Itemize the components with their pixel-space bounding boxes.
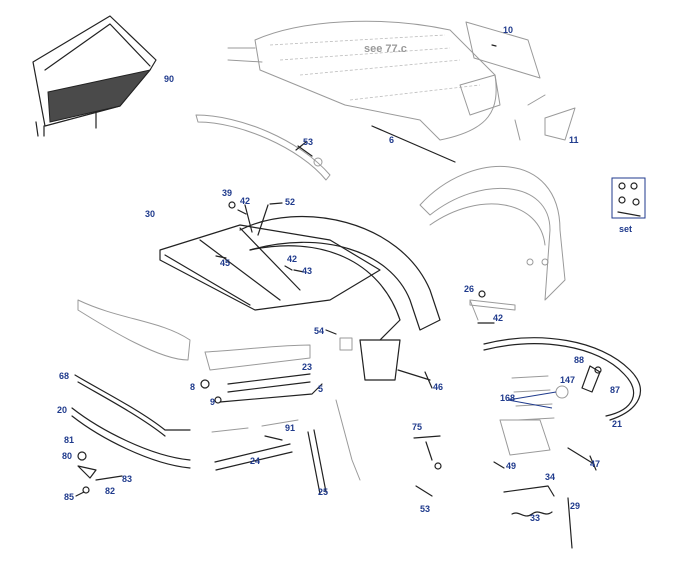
part-label[interactable]: 30	[145, 209, 156, 219]
part-label[interactable]: 42	[287, 254, 298, 264]
part-label[interactable]: 49	[506, 461, 517, 471]
rod-part[interactable]	[371, 125, 456, 163]
part-label[interactable]: 34	[545, 472, 556, 482]
top-frame-mechanism-part[interactable]	[159, 204, 441, 381]
part-label[interactable]: 81	[64, 435, 75, 445]
part-label[interactable]: 11	[569, 135, 579, 145]
part-label[interactable]: 53	[420, 504, 431, 514]
front-rail-part[interactable]	[71, 407, 191, 461]
part-label[interactable]: 8	[190, 382, 196, 392]
rear-window-part[interactable]	[465, 21, 541, 79]
part-label[interactable]: 52	[285, 197, 296, 207]
lower-rod-part[interactable]	[227, 373, 311, 393]
part-label[interactable]: 33	[530, 513, 541, 523]
seal-strip-part[interactable]	[214, 443, 293, 471]
part-label[interactable]: 42	[240, 196, 251, 206]
part-label[interactable]: 54	[314, 326, 325, 336]
quarter-window-part[interactable]	[544, 107, 576, 141]
part-label[interactable]: 6	[389, 135, 395, 145]
part-label[interactable]: 21	[612, 419, 623, 429]
part-label[interactable]: 87	[610, 385, 621, 395]
wind-deflector-part[interactable]	[32, 15, 157, 137]
part-label[interactable]: 43	[302, 266, 313, 276]
set-bracket	[611, 177, 646, 219]
vertical-rail-part[interactable]	[307, 429, 327, 495]
part-label[interactable]: 10	[503, 25, 514, 35]
part-label[interactable]: 46	[433, 382, 444, 392]
rear-weatherstrip-part[interactable]	[483, 337, 641, 421]
part-label[interactable]: 20	[57, 405, 68, 415]
part-label[interactable]: 88	[574, 355, 585, 365]
part-label[interactable]: 9	[210, 397, 216, 407]
part-label[interactable]: 47	[590, 459, 601, 469]
soft-top-part	[227, 20, 501, 141]
spring-part[interactable]	[511, 511, 553, 517]
part-label[interactable]: 83	[122, 474, 133, 484]
part-label[interactable]: 25	[318, 487, 329, 497]
part-label[interactable]: 45	[220, 258, 231, 268]
part-label[interactable]: 90	[164, 74, 175, 84]
see-reference-note: see 77.c	[364, 43, 407, 55]
part-label[interactable]: 80	[62, 451, 73, 461]
part-label[interactable]: 5	[318, 384, 324, 394]
part-label[interactable]: 168	[500, 393, 516, 403]
header-strip-part[interactable]	[74, 374, 191, 431]
part-label[interactable]: 91	[285, 423, 296, 433]
part-label[interactable]: 29	[570, 501, 581, 511]
part-label[interactable]: 26	[464, 284, 475, 294]
part-label[interactable]: 42	[493, 313, 504, 323]
part-label[interactable]: set	[619, 224, 633, 234]
part-label[interactable]: 147	[560, 375, 576, 385]
part-label[interactable]: 82	[105, 486, 116, 496]
part-label[interactable]: 39	[222, 188, 233, 198]
part-label[interactable]: 53	[303, 137, 314, 147]
part-label[interactable]: 23	[302, 362, 313, 372]
part-label[interactable]: 85	[64, 492, 75, 502]
part-label[interactable]: 68	[59, 371, 70, 381]
pin-part[interactable]	[567, 497, 573, 549]
part-label[interactable]: 24	[250, 456, 261, 466]
part-label[interactable]: 75	[412, 422, 423, 432]
